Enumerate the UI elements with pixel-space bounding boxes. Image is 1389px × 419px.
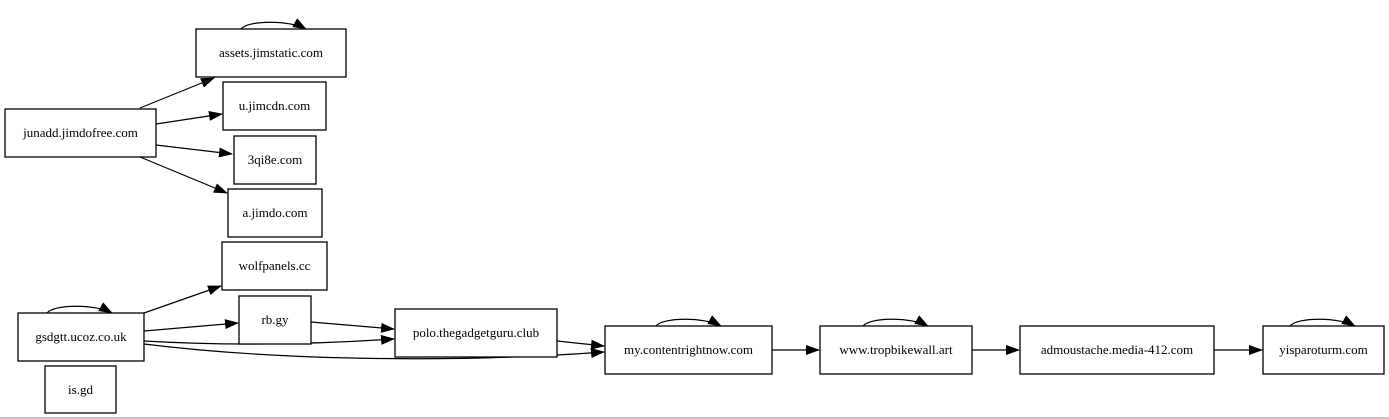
edge-polo-mycontent [556, 339, 605, 350]
edge-tropbike-self [862, 315, 929, 327]
edge-rbgy-polo [310, 321, 395, 333]
edge-junadd-ujimcdn [155, 111, 223, 125]
edge-gsdgtt-wolfpanels [143, 285, 222, 314]
node-admoustache: admoustache.media-412.com [1019, 325, 1215, 375]
node-3qi8e: 3qi8e.com [233, 135, 317, 185]
edge-junadd-assets [139, 77, 215, 109]
edge-gsdgtt-self [46, 302, 113, 314]
bottom-divider [0, 417, 1389, 419]
node-label: www.tropbikewall.art [839, 342, 953, 357]
node-label: gsdgtt.ucoz.co.uk [35, 329, 127, 344]
node-label: assets.jimstatic.com [219, 45, 323, 60]
node-label: wolfpanels.cc [239, 258, 311, 273]
node-tropbike: www.tropbikewall.art [819, 325, 973, 375]
node-yisparo: yisparoturm.com [1262, 325, 1385, 375]
node-isgd: is.gd [44, 365, 117, 414]
node-junadd: junadd.jimdofree.com [4, 108, 157, 158]
node-label: polo.thegadgetguru.club [413, 325, 539, 340]
node-label: yisparoturm.com [1279, 342, 1367, 357]
node-label: junadd.jimdofree.com [22, 125, 138, 140]
node-label: rb.gy [261, 312, 289, 327]
node-mycontent: my.contentrightnow.com [604, 325, 773, 375]
node-label: admoustache.media-412.com [1041, 342, 1193, 357]
node-ajimdo: a.jimdo.com [227, 188, 323, 238]
edge-junadd-ajimdo [139, 156, 228, 194]
node-label: 3qi8e.com [248, 152, 303, 167]
node-ujimcdn: u.jimcdn.com [222, 81, 327, 131]
node-rbgy: rb.gy [238, 295, 312, 345]
node-label: my.contentrightnow.com [624, 342, 753, 357]
node-label: a.jimdo.com [243, 205, 308, 220]
edge-yisparo-self [1289, 315, 1356, 327]
node-polo: polo.thegadgetguru.club [394, 308, 558, 358]
edge-junadd-3qi8e [155, 144, 233, 158]
edge-gsdgtt-rbgy [143, 319, 239, 332]
node-wolfpanels: wolfpanels.cc [221, 241, 328, 291]
node-assets: assets.jimstatic.com [195, 28, 347, 78]
node-label: is.gd [68, 382, 93, 397]
node-gsdgtt: gsdgtt.ucoz.co.uk [17, 312, 145, 362]
node-label: u.jimcdn.com [239, 98, 311, 113]
edge-mycontent-self [655, 315, 722, 327]
edge-assets-self [240, 18, 307, 30]
